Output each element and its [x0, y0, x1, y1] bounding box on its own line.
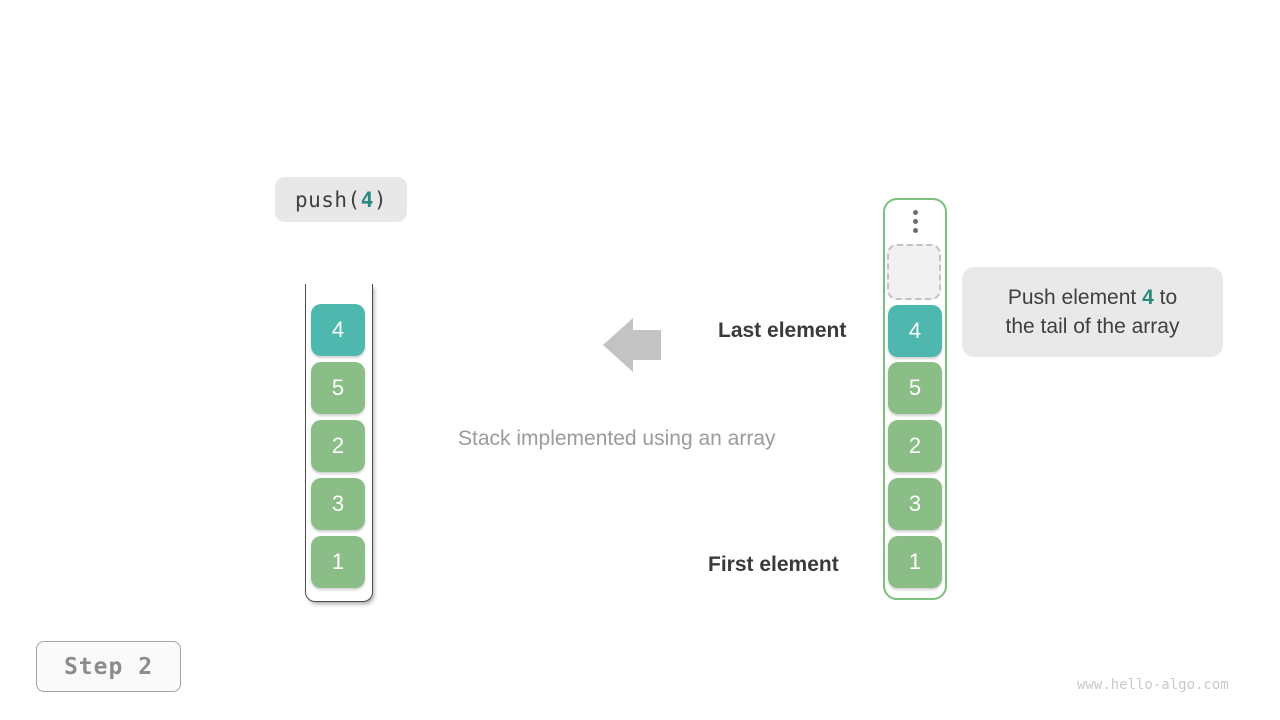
diagram-caption: Stack implemented using an array — [458, 427, 776, 450]
empty-slot-placeholder — [887, 244, 941, 300]
operation-label: push(4) — [275, 177, 407, 222]
vertical-ellipsis-icon — [885, 208, 945, 235]
step-badge: Step 2 — [36, 641, 181, 692]
array-cell: 5 — [888, 362, 942, 414]
operation-prefix: push( — [294, 187, 361, 212]
ellipsis-dot — [912, 228, 918, 233]
stack-container: 4 5 2 3 1 — [305, 284, 373, 602]
left-arrow-icon — [603, 318, 661, 372]
array-cell: 2 — [888, 420, 942, 472]
array-cell: 1 — [888, 536, 942, 588]
annotation-tooltip: Push element 4 to the tail of the array — [962, 267, 1223, 357]
watermark: www.hello-algo.com — [1077, 677, 1229, 693]
tooltip-value: 4 — [1142, 286, 1154, 309]
stack-cell: 3 — [311, 478, 365, 530]
tooltip-line-1: Push element 4 to — [1008, 283, 1177, 312]
tooltip-line-2: the tail of the array — [1005, 315, 1180, 338]
last-element-label: Last element — [718, 319, 847, 342]
array-cell: 3 — [888, 478, 942, 530]
arrow-head — [603, 318, 633, 372]
tooltip-text: to — [1153, 286, 1178, 309]
stack-cell: 2 — [311, 420, 365, 472]
stack-cell: 5 — [311, 362, 365, 414]
ellipsis-dot — [912, 219, 918, 224]
array-cell-new: 4 — [888, 305, 942, 357]
stack-cell: 1 — [311, 536, 365, 588]
first-element-label: First element — [708, 553, 839, 576]
arrow-shaft — [632, 330, 661, 360]
array-container: 4 5 2 3 1 — [883, 198, 947, 600]
operation-arg: 4 — [360, 187, 374, 212]
operation-suffix: ) — [373, 187, 388, 212]
stack-cell-new: 4 — [311, 304, 365, 356]
ellipsis-dot — [912, 210, 918, 215]
tooltip-text: Push element — [1007, 286, 1143, 309]
